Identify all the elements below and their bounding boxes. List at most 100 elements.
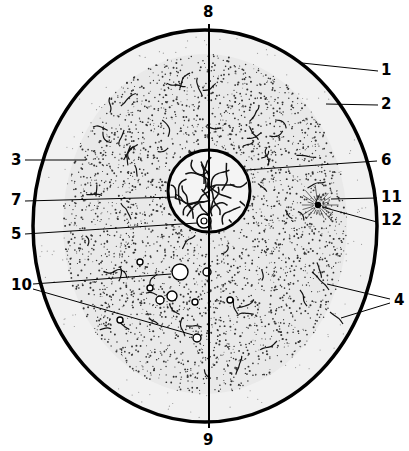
- texture-dot: [167, 392, 168, 393]
- stipple-dot: [237, 267, 239, 269]
- stipple-dot: [177, 233, 179, 235]
- stipple-dot: [278, 203, 280, 205]
- stipple-dot: [93, 219, 94, 220]
- stipple-dot: [239, 342, 241, 344]
- stipple-dot: [146, 107, 148, 109]
- stipple-dot: [121, 157, 123, 159]
- stipple-dot: [231, 130, 233, 132]
- stipple-dot: [324, 257, 326, 259]
- stipple-dot: [293, 208, 294, 209]
- stipple-dot: [281, 137, 282, 138]
- stipple-dot: [295, 179, 296, 180]
- stipple-dot: [337, 205, 339, 207]
- stipple-dot: [252, 374, 254, 376]
- stipple-dot: [183, 116, 185, 118]
- stipple-dot: [268, 274, 269, 275]
- stipple-dot: [141, 365, 142, 366]
- stipple-dot: [86, 192, 87, 193]
- stipple-dot: [248, 156, 249, 157]
- stipple-dot: [134, 258, 136, 260]
- stipple-dot: [346, 216, 347, 217]
- stipple-dot: [134, 224, 135, 225]
- stipple-dot: [250, 81, 251, 82]
- stipple-dot: [267, 142, 269, 144]
- stipple-dot: [294, 319, 296, 321]
- stipple-dot: [77, 263, 78, 264]
- stipple-dot: [250, 341, 252, 343]
- stipple-dot: [151, 179, 153, 181]
- stipple-dot: [146, 298, 147, 299]
- stipple-dot: [106, 173, 108, 175]
- stipple-dot: [273, 189, 275, 191]
- stipple-dot: [289, 213, 291, 215]
- stipple-dot: [128, 256, 129, 257]
- stipple-dot: [275, 161, 276, 162]
- stipple-dot: [312, 153, 313, 154]
- stipple-dot: [97, 325, 98, 326]
- stipple-dot: [107, 341, 109, 343]
- stipple-dot: [144, 222, 146, 224]
- stipple-dot: [265, 229, 266, 230]
- stipple-dot: [292, 331, 294, 333]
- stipple-dot: [171, 89, 172, 90]
- stipple-dot: [128, 225, 130, 227]
- stipple-dot: [220, 120, 221, 121]
- stipple-dot: [241, 96, 242, 97]
- stipple-dot: [155, 142, 157, 144]
- stipple-dot: [147, 263, 148, 264]
- stipple-dot: [193, 254, 195, 256]
- stipple-dot: [147, 107, 148, 108]
- stipple-dot: [158, 336, 159, 337]
- stipple-dot: [334, 249, 336, 251]
- stipple-dot: [133, 140, 135, 142]
- stipple-dot: [202, 60, 204, 62]
- stipple-dot: [265, 225, 266, 226]
- stipple-dot: [130, 289, 132, 291]
- stipple-dot: [107, 234, 109, 236]
- stipple-dot: [312, 138, 313, 139]
- stipple-dot: [196, 377, 198, 379]
- stipple-dot: [290, 207, 292, 209]
- texture-dot: [344, 303, 345, 304]
- stipple-dot: [201, 254, 203, 256]
- stipple-dot: [149, 350, 151, 352]
- stipple-dot: [236, 321, 238, 323]
- stipple-dot: [130, 228, 131, 229]
- stipple-dot: [218, 107, 220, 109]
- stipple-dot: [222, 147, 224, 149]
- stipple-dot: [245, 262, 247, 264]
- stipple-dot: [216, 255, 217, 256]
- stipple-dot: [183, 236, 184, 237]
- stipple-dot: [197, 350, 198, 351]
- stipple-dot: [233, 95, 235, 97]
- stipple-dot: [270, 279, 272, 281]
- stipple-dot: [302, 231, 303, 232]
- stipple-dot: [257, 312, 258, 313]
- stipple-dot: [216, 145, 217, 146]
- stipple-dot: [341, 241, 343, 243]
- stipple-dot: [108, 218, 109, 219]
- stipple-dot: [297, 143, 299, 145]
- stipple-dot: [271, 174, 273, 176]
- stipple-dot: [207, 69, 208, 70]
- texture-dot: [72, 148, 73, 149]
- stipple-dot: [262, 238, 264, 240]
- stipple-dot: [106, 188, 108, 190]
- stipple-dot: [288, 297, 289, 298]
- stipple-dot: [98, 158, 100, 160]
- stipple-dot: [284, 238, 285, 239]
- stipple-dot: [258, 349, 260, 351]
- stipple-dot: [324, 246, 326, 248]
- stipple-dot: [297, 181, 298, 182]
- texture-dot: [298, 93, 299, 94]
- stipple-dot: [223, 373, 225, 375]
- stipple-dot: [99, 184, 101, 186]
- stipple-dot: [336, 196, 338, 198]
- stipple-dot: [331, 192, 333, 194]
- stipple-dot: [286, 84, 288, 86]
- stipple-dot: [130, 163, 131, 164]
- stipple-dot: [212, 92, 213, 93]
- stipple-dot: [280, 334, 282, 336]
- stipple-dot: [102, 154, 104, 156]
